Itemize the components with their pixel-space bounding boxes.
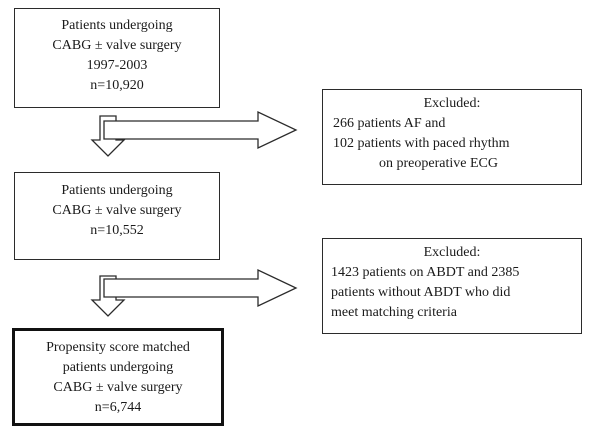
excluded-2-line-3: patients without ABDT who did <box>331 285 511 300</box>
excluded-2-line-2: 1423 patients on ABDT and 2385 <box>331 265 520 280</box>
box-initial-line-2: CABG ± valve surgery <box>52 38 182 53</box>
box-after-exclusion-line-3: n=10,552 <box>90 223 144 238</box>
excluded-2-heading: Excluded: <box>423 245 481 260</box>
box-after-exclusion-line-1: Patients undergoing <box>61 183 173 198</box>
box-initial-line-3: 1997-2003 <box>86 58 148 73</box>
right-arrow-1 <box>103 110 298 150</box>
box-excluded-1: Excluded: 266 patients AF and 102 patien… <box>322 89 582 185</box>
box-matched-line-2: patients undergoing <box>62 360 174 375</box>
box-after-exclusion: Patients undergoing CABG ± valve surgery… <box>14 172 220 260</box>
box-matched-line-3: CABG ± valve surgery <box>53 380 183 395</box>
box-excluded-2: Excluded: 1423 patients on ABDT and 2385… <box>322 238 582 334</box>
excluded-1-line-4: on preoperative ECG <box>379 156 498 171</box>
excluded-1-heading: Excluded: <box>423 96 481 111</box>
box-initial-line-1: Patients undergoing <box>61 18 173 33</box>
box-initial-line-4: n=10,920 <box>90 78 144 93</box>
down-arrow-2 <box>90 275 126 317</box>
excluded-2-line-4: meet matching criteria <box>331 305 457 320</box>
right-arrow-2 <box>103 268 298 308</box>
excluded-1-line-2: 266 patients AF and <box>333 116 446 131</box>
down-arrow-1 <box>90 115 126 157</box>
box-after-exclusion-line-2: CABG ± valve surgery <box>52 203 182 218</box>
box-matched-line-4: n=6,744 <box>94 400 142 415</box>
box-matched-line-1: Propensity score matched <box>46 340 190 355</box>
box-initial-cohort: Patients undergoing CABG ± valve surgery… <box>14 8 220 108</box>
excluded-1-line-3: 102 patients with paced rhythm <box>333 136 510 151</box>
box-matched-cohort: Propensity score matched patients underg… <box>12 328 224 426</box>
